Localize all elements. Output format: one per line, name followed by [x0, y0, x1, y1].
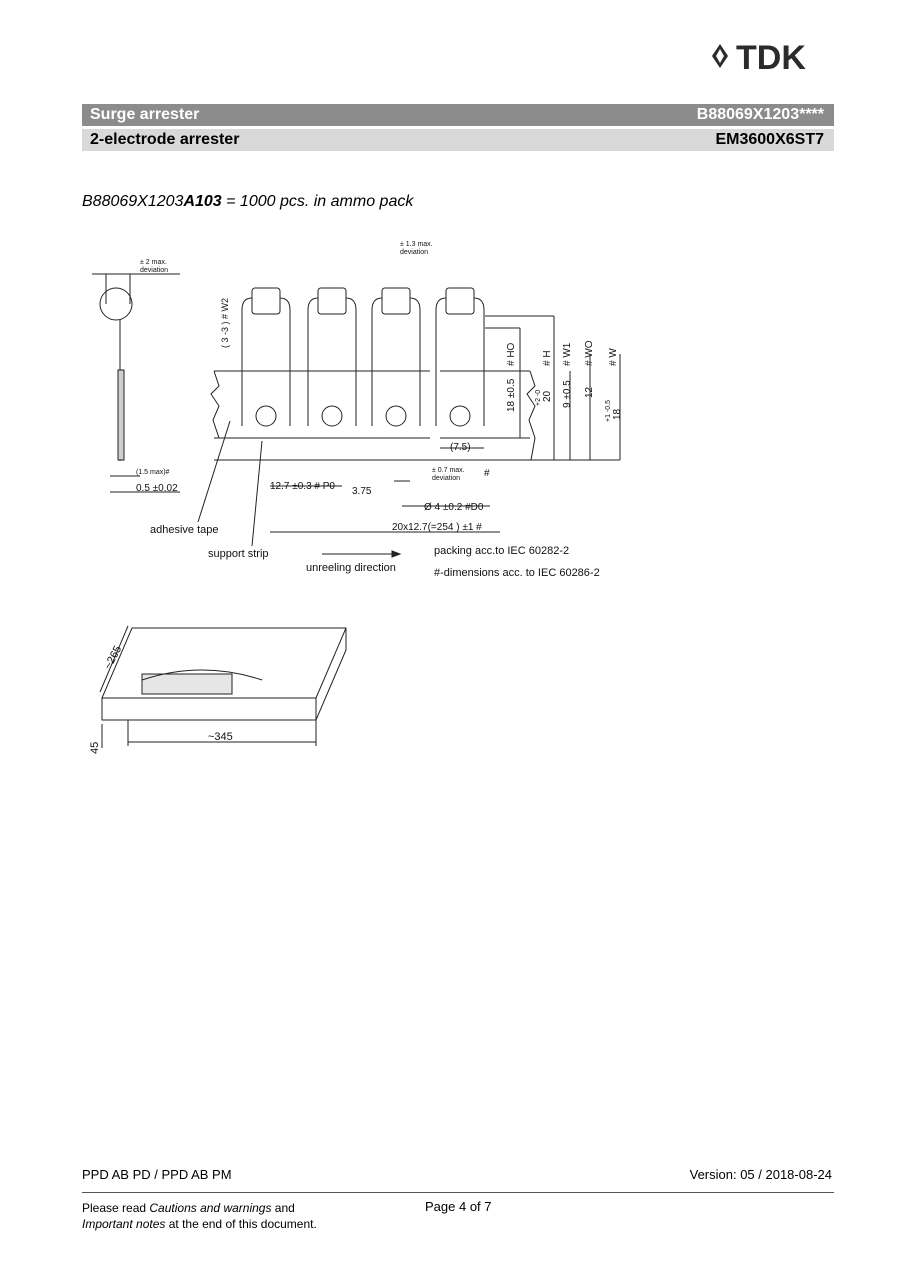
code-suffix: A103: [183, 193, 222, 210]
dim-1-5-max: (1.5 max)#: [136, 469, 170, 476]
dim-wo: # WO: [584, 340, 595, 366]
page-number: Page 4 of 7: [425, 1199, 492, 1214]
footer-rule: [82, 1192, 834, 1193]
label-adhesive-tape: adhesive tape: [150, 524, 219, 536]
dim-18b-tol: +1 -0.5: [605, 400, 612, 422]
dim-w2: ( 3 -3 ) # W2: [220, 298, 230, 348]
dim-18: 18 ±0.5: [506, 378, 517, 412]
part-number: B88069X1203****: [696, 106, 824, 123]
product-subtitle: 2-electrode arrester: [90, 131, 240, 148]
subtitle-band: 2-electrode arrester EM3600X6ST7: [82, 129, 834, 151]
dev-left2: deviation: [140, 267, 168, 274]
code-prefix: B88069X1203: [82, 193, 184, 210]
brand-name: TDK: [736, 39, 806, 74]
code-description: = 1000 pcs. in ammo pack: [221, 193, 414, 210]
note-important: Important notes: [82, 1217, 166, 1231]
hash-mark: #: [484, 468, 490, 479]
dim-9: 9 ±0.5: [562, 380, 573, 408]
dev-mid2: deviation: [432, 475, 460, 482]
dim-w1: # W1: [562, 342, 573, 366]
dim-12: 12: [584, 386, 595, 398]
note-part-e: at the end of this document.: [165, 1217, 317, 1231]
box-height: 45: [89, 742, 101, 754]
note-part-c: and: [271, 1201, 295, 1215]
ordering-code: B88069X1203A103 = 1000 pcs. in ammo pack: [82, 193, 413, 211]
type-code: EM3600X6ST7: [715, 131, 824, 148]
box-width: ~345: [208, 731, 233, 743]
component-3: [371, 287, 421, 427]
tdk-logo-icon: TDK: [712, 39, 806, 74]
dim-20: 20: [542, 390, 553, 402]
label-packing: packing acc.to IEC 60282-2: [434, 545, 569, 557]
component-2: [307, 287, 357, 427]
dim-w: # W: [608, 348, 619, 366]
product-title: Surge arrester: [90, 106, 200, 123]
dev-right: ± 1.3 max.: [400, 241, 433, 248]
dev-right2: deviation: [400, 249, 428, 256]
ammo-box-drawing: ~265 ~345 45: [89, 625, 347, 754]
component-1: [241, 287, 291, 427]
dev-left: ± 2 max.: [140, 259, 167, 266]
dim-3-75: 3.75: [352, 486, 372, 497]
dim-0-5: 0.5 ±0.02: [136, 483, 178, 494]
svg-text:± 2 max.: ± 2 max.: [140, 259, 167, 266]
dim-18b: 18: [612, 408, 623, 420]
dim-pitch-total: 20x12.7(=254 ) ±1 #: [392, 522, 482, 533]
note-part-a: Please read: [82, 1201, 150, 1215]
dim-d0: Ø 4 ±0.2 #D0: [424, 502, 484, 513]
dim-7-5: (7.5): [450, 442, 471, 453]
dim-p0: 12.7 ±0.3 # P0: [270, 481, 335, 492]
dim-20-tol: +2 -0: [535, 390, 542, 406]
footer-department: PPD AB PD / PPD AB PM: [82, 1167, 232, 1182]
footer-version: Version: 05 / 2018-08-24: [689, 1167, 832, 1182]
label-unreeling-direction: unreeling direction: [306, 562, 396, 574]
side-view-component: [99, 287, 133, 321]
dev-mid: ± 0.7 max.: [432, 467, 465, 474]
tape-drawing: ± 2 max. deviation ± 1.3 max. deviation …: [92, 241, 623, 579]
component-4: [435, 287, 485, 427]
dim-ho: # HO: [506, 342, 517, 366]
label-support-strip: support strip: [208, 548, 269, 560]
box-depth: ~265: [102, 644, 124, 672]
note-cautions: Cautions and warnings: [149, 1201, 272, 1215]
dim-h: # H: [542, 350, 553, 366]
footer-note: Please read Cautions and warnings and Im…: [82, 1200, 317, 1232]
title-band: Surge arrester B88069X1203****: [82, 104, 834, 126]
label-dimensions: #-dimensions acc. to IEC 60286-2: [434, 567, 600, 579]
